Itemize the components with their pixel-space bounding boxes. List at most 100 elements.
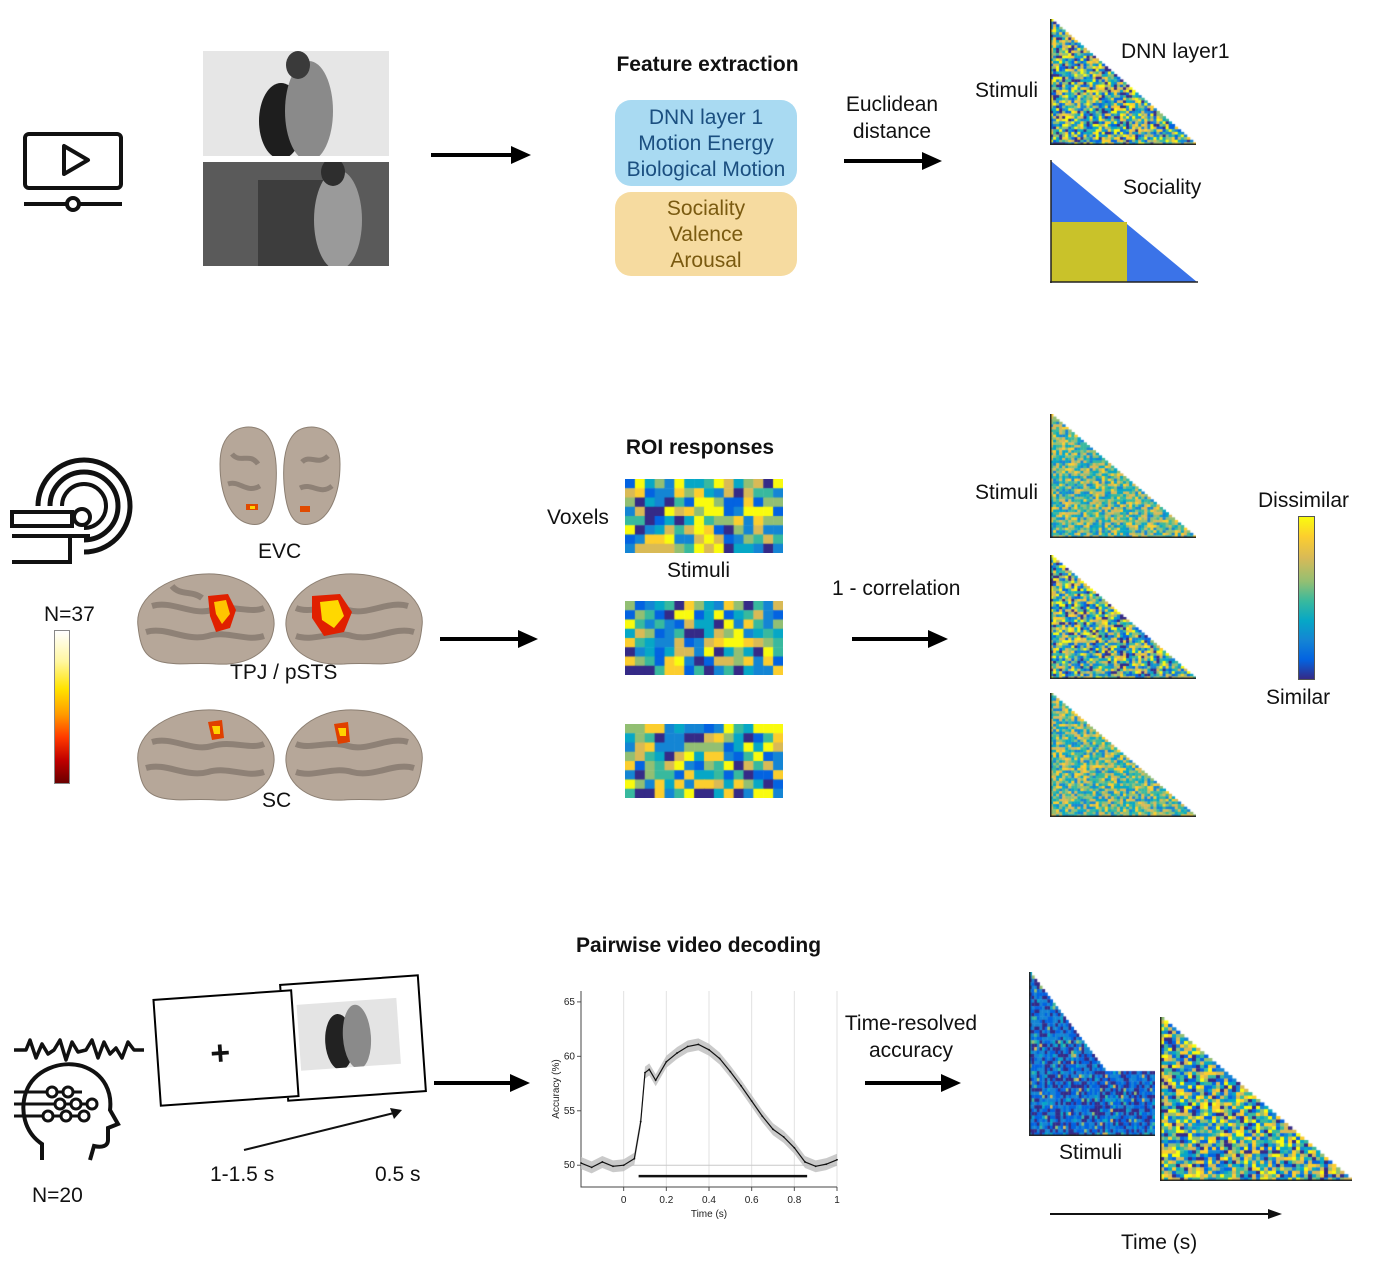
time-axis-arrow xyxy=(1050,1209,1282,1219)
correlation-distance-label: 1 - correlation xyxy=(832,577,961,600)
accuracy-point xyxy=(804,1161,806,1163)
accuracy-point xyxy=(648,1068,651,1071)
y-axis-label: Accuracy (%) xyxy=(551,1059,562,1118)
brain-sc-right xyxy=(285,709,423,801)
x-tick-label: 0.6 xyxy=(745,1195,759,1206)
accuracy-point xyxy=(740,1084,742,1087)
accuracy-point xyxy=(676,1052,678,1054)
euclidean-label-line1: Euclidean xyxy=(845,93,939,116)
accuracy-point xyxy=(622,1164,625,1167)
x-tick-label: 0.4 xyxy=(702,1195,716,1206)
accuracy-point xyxy=(782,1136,785,1138)
accuracy-point xyxy=(708,1048,710,1051)
colorbar-label-dissimilar: Dissimilar xyxy=(1258,489,1349,512)
trial-time-arrow xyxy=(243,1108,402,1151)
social-features-box: Sociality Valence Arousal xyxy=(615,192,797,276)
roi-response-matrix-evc xyxy=(625,479,783,553)
chart-axes xyxy=(580,991,837,1188)
stimuli-axis-label-eeg: Stimuli xyxy=(1059,1141,1123,1164)
accuracy-point xyxy=(590,1166,593,1169)
rdm-time-late xyxy=(1160,1017,1352,1181)
group-n-label-eeg: N=20 xyxy=(32,1184,83,1207)
accuracy-point xyxy=(639,1120,642,1123)
accuracy-point xyxy=(836,1158,838,1161)
mri-scanner-icon xyxy=(10,457,133,564)
accuracy-point xyxy=(654,1079,657,1082)
group-n-label-fmri: N=37 xyxy=(44,603,95,626)
brain-tpj-pssts-right xyxy=(285,573,423,665)
x-tick-label: 1 xyxy=(834,1195,840,1206)
feature-sociality: Sociality xyxy=(666,197,746,220)
feature-arousal: Arousal xyxy=(670,249,742,272)
brain-tpj-pssts-left xyxy=(137,573,275,665)
accuracy-point xyxy=(633,1157,636,1160)
accuracy-point xyxy=(825,1163,828,1166)
accuracy-point xyxy=(793,1146,796,1149)
dissimilarity-colorbar xyxy=(1298,516,1315,680)
rdm-time-early xyxy=(1029,972,1155,1136)
accuracy-point xyxy=(750,1100,753,1102)
roi-responses-title: ROI responses xyxy=(625,436,775,459)
significance-colorbar xyxy=(54,630,70,784)
rdm-sociality xyxy=(1050,160,1198,283)
x-axis-label: Time (s) xyxy=(691,1209,727,1220)
feature-motion-energy: Motion Energy xyxy=(638,132,774,155)
accuracy-point xyxy=(729,1070,732,1073)
video-duration-label: 0.5 s xyxy=(375,1163,421,1186)
colorbar-label-similar: Similar xyxy=(1266,686,1331,709)
trial-fixation-frame: + xyxy=(152,989,300,1107)
rdm-tpj-pssts xyxy=(1050,555,1196,679)
fixation-cross: + xyxy=(209,1033,232,1074)
accuracy-point xyxy=(644,1071,646,1074)
stimuli-axis-label-rdm: Stimuli xyxy=(975,481,1039,504)
time-axis-label: Time (s) xyxy=(1121,1231,1198,1254)
accuracy-point xyxy=(580,1162,582,1164)
accuracy-point xyxy=(761,1115,764,1118)
y-tick-label: 60 xyxy=(564,1051,576,1062)
feature-biological-motion: Biological Motion xyxy=(626,158,786,181)
y-tick-label: 55 xyxy=(564,1106,576,1117)
time-resolved-label-line2: accuracy xyxy=(868,1039,954,1062)
stimulus-frame-hug xyxy=(203,51,389,156)
rdm-label-sociality: Sociality xyxy=(1123,176,1202,199)
accuracy-point xyxy=(665,1060,668,1063)
accuracy-point xyxy=(686,1045,689,1048)
accuracy-point xyxy=(697,1043,700,1046)
rdm-evc xyxy=(1050,414,1196,538)
x-tick-label: 0.2 xyxy=(659,1195,673,1206)
y-tick-label: 50 xyxy=(564,1160,576,1171)
rdm-sc xyxy=(1050,693,1196,817)
trial-video-frame xyxy=(279,974,427,1102)
y-tick-label: 65 xyxy=(564,997,576,1008)
region-label-evc: EVC xyxy=(258,540,302,563)
video-player-icon xyxy=(23,132,123,212)
fixation-duration-label: 1-1.5 s xyxy=(210,1163,275,1186)
stimuli-axis-label-row1: Stimuli xyxy=(975,79,1039,102)
brain-sc-left xyxy=(137,709,275,801)
rdm-dnn-layer1 xyxy=(1050,19,1196,145)
feature-extraction-title: Feature extraction xyxy=(616,53,799,76)
brain-evc xyxy=(219,426,341,525)
euclidean-label-line2: distance xyxy=(852,120,932,143)
roi-response-matrix-tpj xyxy=(625,601,783,675)
region-label-sc: SC xyxy=(262,789,292,812)
voxels-axis-label: Voxels xyxy=(547,506,609,529)
x-tick-label: 0 xyxy=(621,1195,627,1206)
dnn-features-box: DNN layer 1 Motion Energy Biological Mot… xyxy=(615,100,797,186)
decoding-plot-title: Pairwise video decoding xyxy=(576,934,822,957)
accuracy-point xyxy=(772,1128,774,1131)
stimulus-frame-box xyxy=(203,162,389,266)
roi-response-matrix-sc xyxy=(625,724,783,798)
accuracy-point xyxy=(601,1161,604,1163)
region-label-tpj-pssts: TPJ / pSTS xyxy=(230,661,338,684)
time-resolved-label-line1: Time-resolved xyxy=(844,1012,978,1035)
accuracy-point xyxy=(612,1165,614,1168)
feature-valence: Valence xyxy=(668,223,744,246)
stimuli-axis-label-roi: Stimuli xyxy=(667,559,731,582)
feature-dnn-layer: DNN layer 1 xyxy=(648,106,764,129)
eeg-head-icon xyxy=(14,1038,144,1161)
accuracy-point xyxy=(718,1057,721,1060)
accuracy-point xyxy=(814,1165,817,1168)
x-tick-label: 0.8 xyxy=(787,1195,801,1206)
